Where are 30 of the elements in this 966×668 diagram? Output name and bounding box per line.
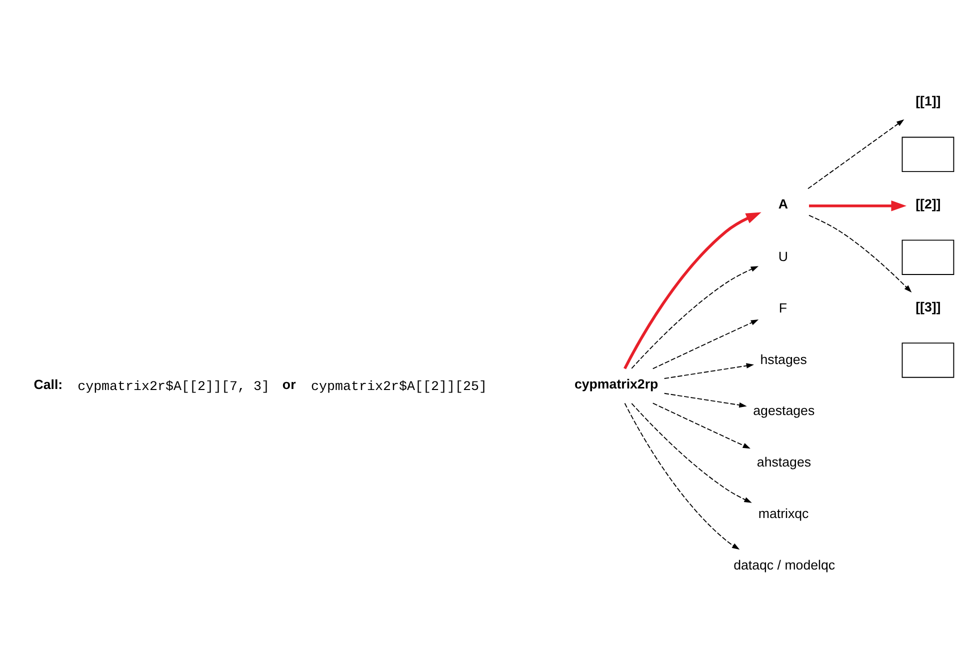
node-box [902,342,954,378]
node-text: [[3]] [916,298,941,314]
arrow [664,362,754,378]
node-text: dataqc / modelqc [734,557,836,572]
arrow [624,212,762,369]
node-text: U [778,248,788,264]
arrow [624,402,740,550]
arrow [664,392,747,408]
node-text: matrixqc [758,506,809,521]
node-text: A [778,196,788,211]
node-text: cypmatrix2rp [574,376,658,392]
node-text: F [778,300,788,315]
arrow [808,118,904,189]
label: cypmatrix2r$A[[2]][7, 3] [78,379,270,394]
node-box [902,136,954,172]
node-box [902,239,954,274]
arrow [652,319,759,369]
arrow [631,266,759,368]
node-text: agestages [753,402,815,418]
node-text: [[1]] [916,93,941,108]
arrow [809,200,906,211]
node-text: hstages [760,351,807,366]
node-text: ahstages [756,454,812,470]
arrow [808,214,912,292]
label: cypmatrix2r$A[[2]][25] [311,379,487,394]
arrow [652,402,750,448]
arrow [631,402,752,502]
label: or [282,376,296,392]
label: Call: [34,376,63,392]
node-text: [[2]] [916,196,941,211]
